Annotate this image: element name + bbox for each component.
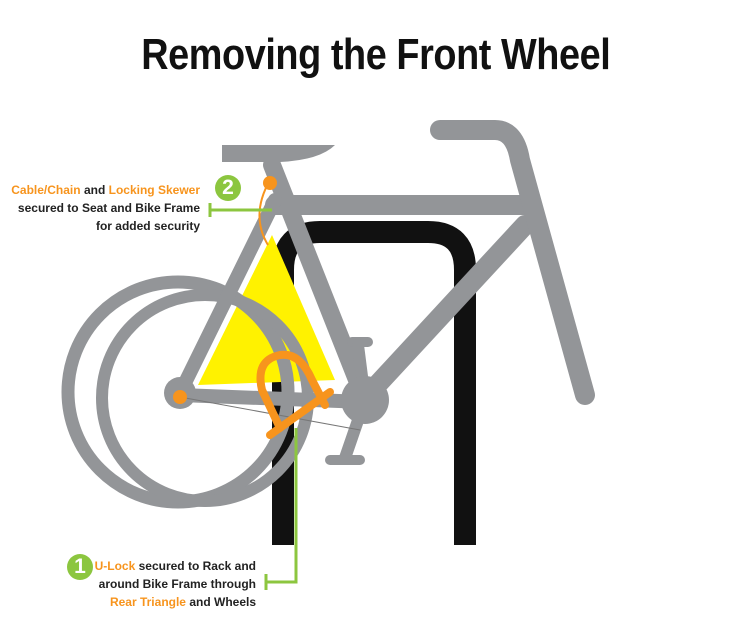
callout2-leader (208, 203, 272, 217)
locking-skewer-label: Locking Skewer (108, 183, 200, 197)
u-lock-label: U-Lock (94, 559, 136, 573)
bottom-bracket (341, 376, 389, 424)
rear-triangle-label: Rear Triangle (109, 595, 186, 609)
line: for added security (95, 219, 200, 233)
text: secured to Rack and (135, 559, 256, 573)
page-title: Removing the Front Wheel (141, 30, 611, 79)
bike-frame (173, 120, 595, 465)
callout-1-text: U-Lock secured to Rack and around Bike F… (16, 557, 256, 611)
u-lock (256, 350, 334, 439)
callout-2-text: Cable/Chain and Locking Skewer secured t… (0, 181, 200, 235)
text: and Wheels (185, 595, 256, 609)
bike-rack (272, 221, 476, 545)
callout-2-badge: 2 (215, 175, 241, 201)
cable-chain-label: Cable/Chain (11, 183, 81, 197)
bike-seat (222, 145, 335, 162)
skewer-dot (173, 390, 187, 404)
callout1-leader (264, 428, 298, 590)
callout-1-badge: 1 (67, 554, 93, 580)
line: secured to Seat and Bike Frame (17, 201, 200, 215)
line: around Bike Frame through (98, 577, 256, 591)
seat-dot (263, 176, 277, 190)
text: and (80, 183, 109, 197)
